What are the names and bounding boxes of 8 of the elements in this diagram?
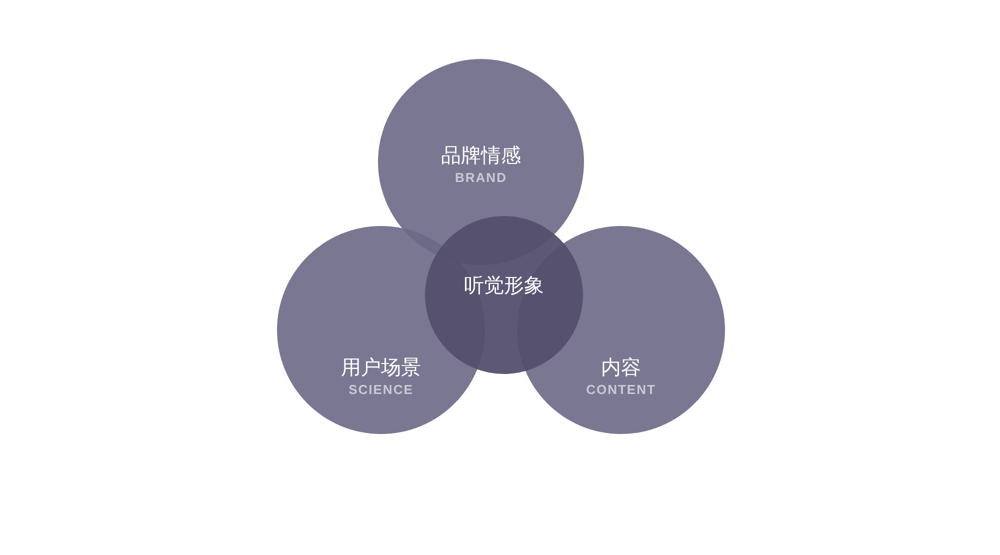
background-word: CONTENT [585,382,657,397]
circle-label: 用户场景 [340,354,422,381]
background-word: SCIENCE [348,382,414,397]
background-word: BRAND [454,170,508,185]
venn-circle [425,216,583,374]
circle-label: 品牌情感 [440,142,522,169]
circle-label: 听觉形象 [463,272,545,299]
circle-label: 内容 [600,354,642,381]
